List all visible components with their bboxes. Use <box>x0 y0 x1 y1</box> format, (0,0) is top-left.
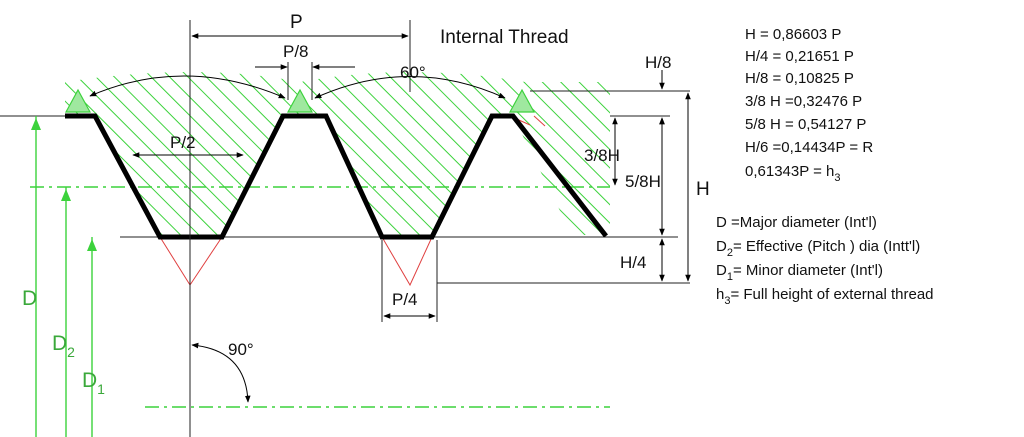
crest-triangle-2 <box>286 88 314 113</box>
p4-label: P/4 <box>392 290 418 309</box>
h-label: H <box>696 179 710 200</box>
p8-label: P/8 <box>283 42 309 61</box>
thread-material-hatch <box>65 72 610 237</box>
D2-label: D2 <box>52 332 75 360</box>
p2-label: P/2 <box>170 133 196 152</box>
formula-h3: 0,61343P = h3 <box>745 163 841 184</box>
angle60-arc-right <box>314 76 506 99</box>
D-label: D <box>22 287 37 310</box>
formula-6: H/6 =0,14434P = R <box>745 139 873 156</box>
formula-2: H/4 = 0,21651 P <box>745 48 854 65</box>
legend-pitch: D2= Effective (Pitch ) dia (Intt'l) <box>716 238 920 259</box>
formula-1: H = 0,86603 P <box>745 26 841 43</box>
angle90-label: 90° <box>228 340 254 359</box>
h58-label: 5/8H <box>625 172 661 191</box>
formula-4: 3/8 H =0,32476 P <box>745 93 862 110</box>
thread-profile <box>65 113 608 240</box>
formula-list: H = 0,86603 P H/4 = 0,21651 P H/8 = 0,10… <box>745 26 873 184</box>
legend-minor: D1= Minor diameter (Int'l) <box>716 262 883 283</box>
legend-major: D =Major diameter (Int'l) <box>716 214 877 231</box>
legend-list: D =Major diameter (Int'l) D2= Effective … <box>716 214 934 307</box>
fundamental-triangle-right <box>381 236 433 287</box>
legend-h3: h3= Full height of external thread <box>716 286 934 307</box>
crest-triangle-1 <box>64 88 92 113</box>
angle60-label: 60° <box>400 63 426 82</box>
formula-5: 5/8 H = 0,54127 P <box>745 116 866 133</box>
h8-label: H/8 <box>645 53 671 72</box>
angle60-arc-left <box>89 75 286 99</box>
formula-3: H/8 = 0,10825 P <box>745 70 854 87</box>
h38-label: 3/8H <box>584 146 620 165</box>
fundamental-triangle-left <box>159 236 223 286</box>
D1-label: D1 <box>82 369 105 397</box>
title-label: Internal Thread <box>440 27 569 48</box>
crest-triangle-3 <box>508 88 536 113</box>
h4-label: H/4 <box>620 253 646 272</box>
pitch-label: P <box>290 12 303 33</box>
angle90-arc <box>191 342 251 403</box>
